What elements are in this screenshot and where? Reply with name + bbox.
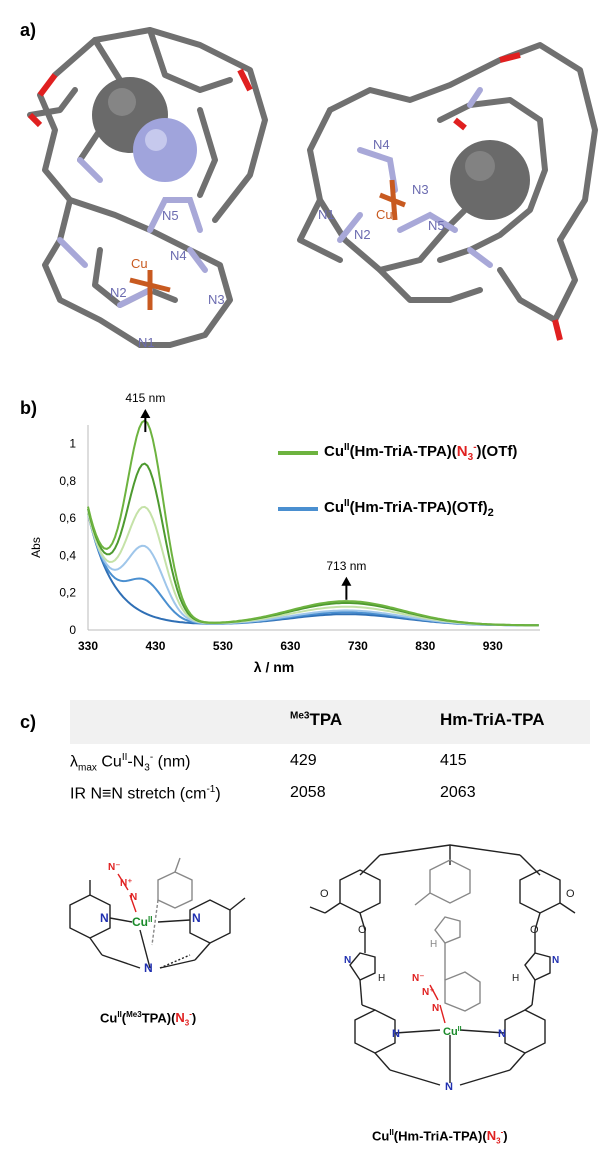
uv-vis-chart: 0 0,2 0,4 0,6 0,8 1 330 430 530 630 730 830 930 λ / n… [29, 391, 540, 675]
me3tpa-n-amine: N [144, 961, 153, 975]
caption-me3tpa: CuII(Me3TPA)(N3-) [100, 1010, 197, 1028]
atom-label-n2-left: N2 [110, 285, 127, 300]
me3tpa-n-left: N [100, 911, 109, 925]
legend-swatch-azide [278, 450, 318, 455]
legend-item-triflate: CuII(Hm-TriA-TPA)(OTf)2 [278, 498, 494, 519]
x-tick-label: 630 [280, 639, 300, 653]
x-tick-label: 730 [348, 639, 368, 653]
legend-swatch-triflate [278, 506, 318, 511]
y-axis-label: Abs [29, 537, 43, 558]
hm-o-left: O [320, 888, 329, 900]
crystal-structure-left [27, 27, 268, 348]
x-tick-label: 530 [213, 639, 233, 653]
structure-hm-tria-tpa: O O O O N H N H H N N N CuII N N⁺ N⁻ [309, 844, 576, 1093]
hm-n-pyr-right: N [498, 1028, 506, 1040]
hm-o-right: O [566, 888, 575, 900]
table-cell-ir-hm: 2063 [440, 784, 476, 801]
atom-label-n5-left: N5 [162, 208, 179, 223]
annotation-label: 713 nm [326, 559, 366, 573]
legend: CuII(Hm-TriA-TPA)(N3-)(OTf) CuII(Hm-TriA… [278, 442, 598, 532]
legend-label-triflate: CuII(Hm-TriA-TPA)(OTf)2 [324, 498, 494, 519]
me3tpa-n-right: N [192, 911, 201, 925]
hm-h-left: H [378, 973, 385, 984]
table-header-me3tpa: Me3TPA [290, 710, 343, 729]
hm-h-right: H [512, 973, 519, 984]
annotation-label: 415 nm [125, 391, 165, 405]
caption-hm-tria-tpa: CuII(Hm-TriA-TPA)(N3-) [372, 1128, 508, 1146]
x-axis-label: λ / nm [254, 659, 294, 675]
y-tick-label: 0,4 [59, 548, 76, 562]
table-row-ir-label: IR N≡N stretch (cm-1) [70, 784, 221, 803]
annotation-arrow-head [341, 576, 352, 586]
y-tick-label: 0 [69, 623, 76, 637]
table-cell-lambda-me3tpa: 429 [290, 752, 317, 769]
table-cell-lambda-hm: 415 [440, 752, 467, 769]
atom-label-n3-left: N3 [208, 292, 225, 307]
x-tick-label: 830 [415, 639, 435, 653]
y-tick-label: 0,8 [59, 474, 76, 488]
crystal-structure-right [297, 42, 598, 341]
panel-a-label: a) [20, 20, 37, 40]
y-tick-label: 0,6 [59, 511, 76, 525]
hm-o-left-2: O [358, 924, 367, 936]
hm-cu: CuII [443, 1026, 462, 1038]
structure-me3tpa: N N N CuII N N⁺ N⁻ [69, 857, 246, 975]
hm-h-back: H [430, 939, 437, 950]
x-tick-label: 330 [78, 639, 98, 653]
x-tick-label: 930 [483, 639, 503, 653]
table-header-hm-tria-tpa: Hm-TriA-TPA [440, 710, 545, 729]
hm-azide-n3: N⁻ [412, 973, 425, 984]
x-tick-label: 430 [145, 639, 165, 653]
y-tick-label: 1 [69, 437, 76, 451]
atom-label-n1-right: N1 [318, 207, 335, 222]
atom-label-n4-left: N4 [170, 248, 187, 263]
atom-label-cu-left: Cu [131, 256, 148, 271]
me3tpa-azide-n2: N⁺ [120, 878, 133, 889]
y-tick-label: 0,2 [59, 586, 76, 600]
hm-triazole-n-right: N [552, 955, 559, 966]
atom-label-n3-right: N3 [412, 182, 429, 197]
hm-o-right-2: O [530, 924, 539, 936]
atom-label-n5-right: N5 [428, 218, 445, 233]
annotation-arrow-head [140, 409, 151, 419]
atom-label-n2-right: N2 [354, 227, 371, 242]
atom-label-cu-right: Cu [376, 207, 393, 222]
table-header-band [70, 700, 590, 744]
panel-c-label: c) [20, 712, 37, 732]
panel-b-label: b) [20, 398, 37, 418]
me3tpa-azide-n3: N⁻ [108, 862, 121, 873]
table-row-lambda-label: λmax CuII-N3- (nm) [70, 752, 191, 774]
atom-label-n4-right: N4 [373, 137, 390, 152]
hm-n-pyr-left: N [392, 1028, 400, 1040]
hm-n-amine: N [445, 1081, 453, 1093]
me3tpa-cu: CuII [132, 915, 152, 929]
legend-item-azide: CuII(Hm-TriA-TPA)(N3-)(OTf) [278, 442, 517, 463]
hm-azide-n1: N [432, 1003, 439, 1014]
me3tpa-azide-n1: N [130, 892, 137, 903]
table-cell-ir-me3tpa: 2058 [290, 784, 326, 801]
spectrum-line [87, 419, 539, 627]
atom-label-n1-left: N1 [138, 335, 155, 350]
legend-label-azide: CuII(Hm-TriA-TPA)(N3-)(OTf) [324, 442, 518, 463]
hm-triazole-n-left: N [344, 955, 351, 966]
hm-azide-n2: N⁺ [422, 987, 435, 998]
